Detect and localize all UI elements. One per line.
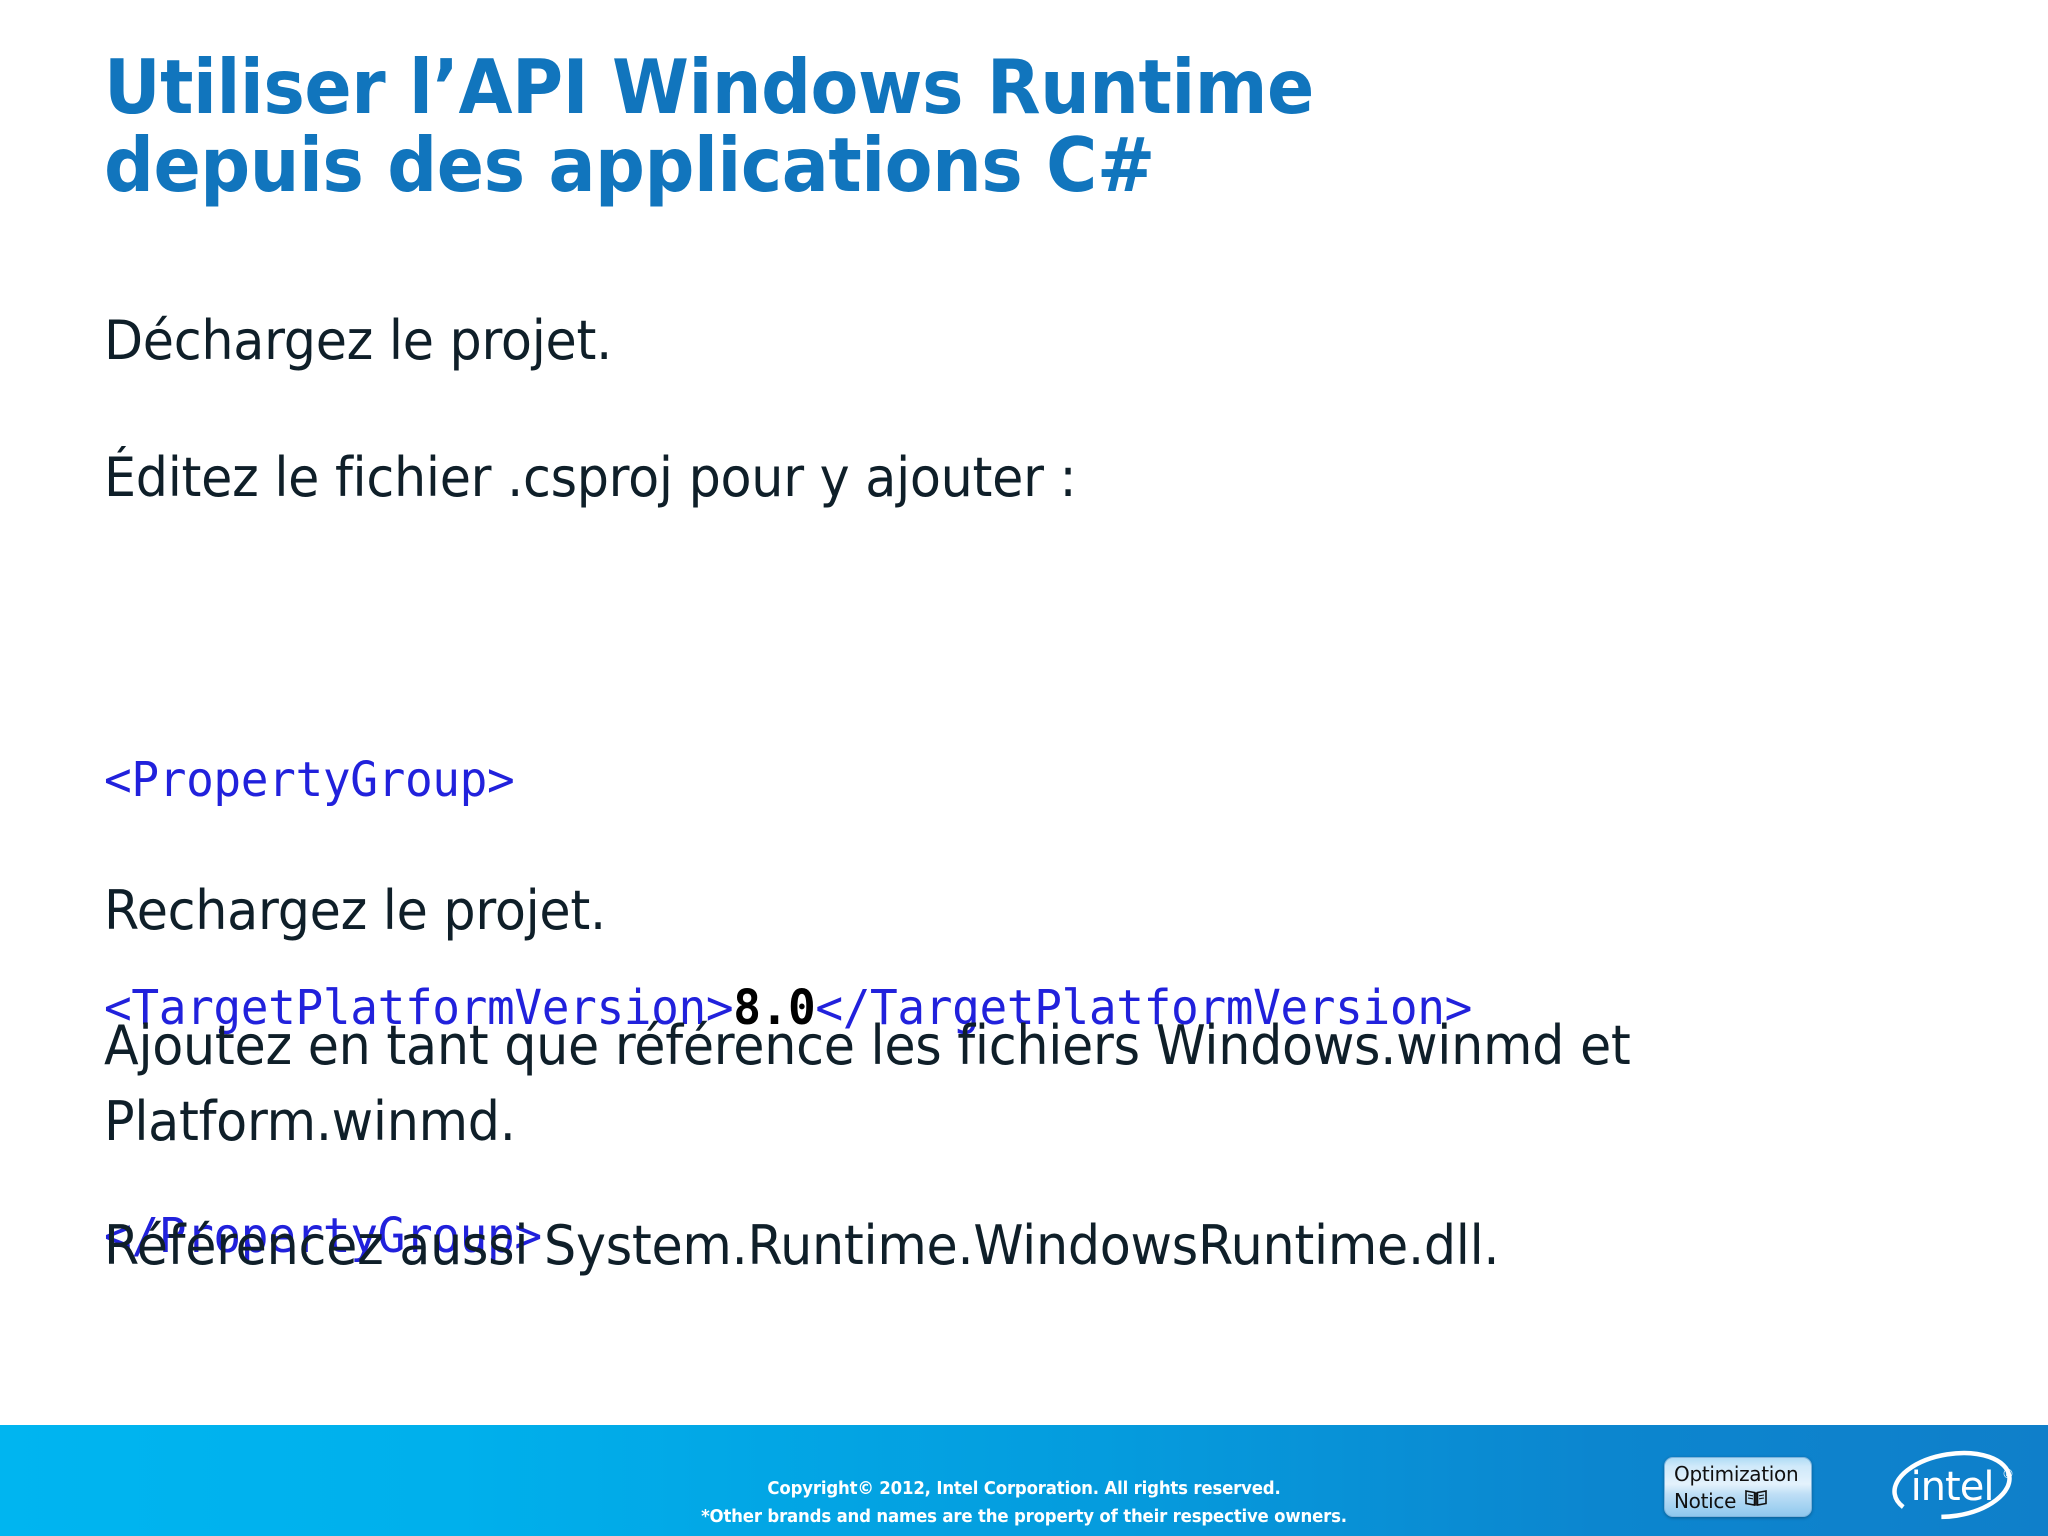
copyright-line-1: Copyright© 2012, Intel Corporation. All …: [767, 1478, 1281, 1499]
title-line-1: Utiliser l’API Windows Runtime: [104, 43, 1314, 131]
book-icon: [1744, 1488, 1768, 1515]
code-line-target-platform-version: <TargetPlatformVersion>8.0</TargetPlatfo…: [104, 970, 1472, 1046]
page-title: Utiliser l’API Windows Runtime depuis de…: [104, 48, 1964, 204]
intel-logo-text: intel: [1911, 1464, 1994, 1510]
optimization-notice-line-2-row: Notice: [1674, 1488, 1811, 1515]
code-tag-open: <TargetPlatformVersion>: [104, 980, 734, 1036]
code-tag-close: </TargetPlatformVersion>: [815, 980, 1472, 1036]
body-paragraph-unload-project: Déchargez le projet.: [104, 309, 612, 372]
optimization-notice-line-2: Notice: [1674, 1489, 1737, 1513]
copyright-line-2: *Other brands and names are the property…: [701, 1506, 1347, 1527]
intel-logo-trademark: ®: [2002, 1467, 2014, 1481]
code-block: <PropertyGroup> <TargetPlatformVersion>8…: [104, 590, 1472, 1426]
optimization-notice-button[interactable]: Optimization Notice: [1664, 1457, 1812, 1517]
code-value-version: 8.0: [733, 980, 816, 1036]
code-line-property-group-close: </PropertyGroup>: [104, 1208, 542, 1264]
optimization-notice-line-1: Optimization: [1674, 1462, 1799, 1486]
copyright-notice: Copyright© 2012, Intel Corporation. All …: [82, 1475, 1966, 1531]
title-line-2: depuis des applications C#: [104, 121, 1155, 209]
code-line-property-group-open: <PropertyGroup>: [104, 752, 515, 808]
body-paragraph-add-references: Ajoutez en tant que référence les fichie…: [104, 1014, 1631, 1153]
body-paragraph-edit-csproj: Éditez le fichier .csproj pour y ajouter…: [104, 446, 1077, 509]
body-paragraph-reload-project: Rechargez le projet.: [104, 879, 606, 942]
body-paragraph-reference-dll: Référencez aussi System.Runtime.WindowsR…: [104, 1214, 1500, 1277]
intel-logo: intel ®: [1876, 1442, 2028, 1528]
